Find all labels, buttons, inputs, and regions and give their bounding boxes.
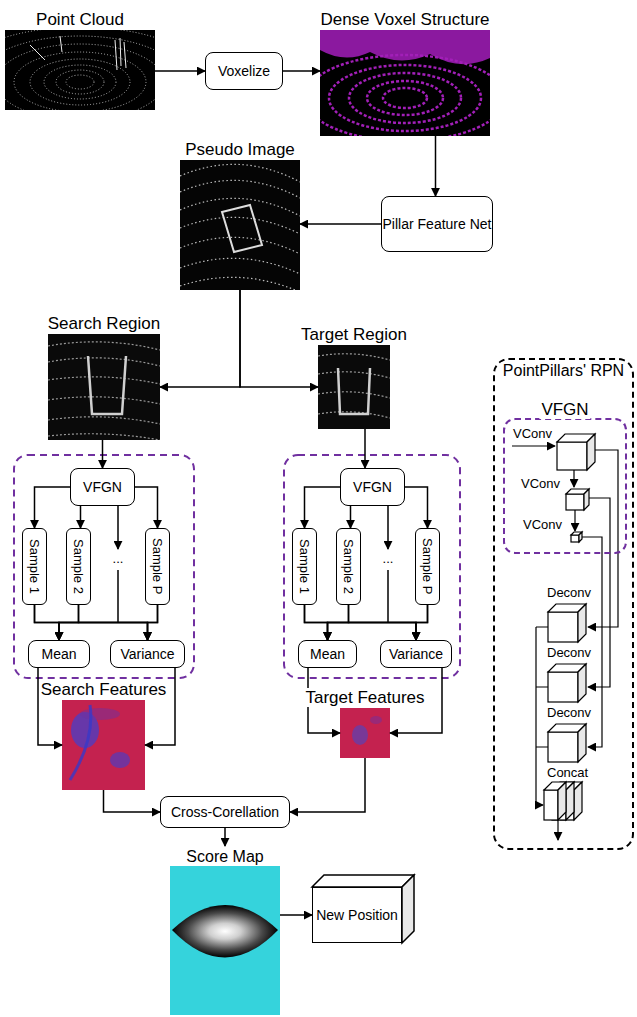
- search-features-image: [62, 700, 145, 790]
- layer-label: Deconv: [546, 705, 592, 720]
- box-label: Sample P: [150, 538, 165, 594]
- process-box: Variance: [110, 640, 185, 668]
- flow-arrow: [300, 223, 381, 225]
- flow-arrow: [405, 487, 428, 528]
- panel-heading: Search Features: [39, 680, 169, 699]
- flow-arrow: [155, 70, 205, 72]
- flow-arrow: [160, 290, 240, 387]
- box-label: Mean: [310, 646, 345, 662]
- flow-arrow: [104, 790, 161, 812]
- group-title: PointPillars' RPN: [501, 362, 626, 380]
- voxel-image: [305, 30, 505, 141]
- rpn-cubes: [544, 434, 595, 820]
- box-label: Sample 2: [71, 539, 86, 594]
- sample-box: Sample P: [415, 528, 440, 605]
- layer-label: Deconv: [546, 645, 592, 660]
- image-panel: Search Region: [48, 334, 160, 440]
- process-box: VFGN: [70, 468, 135, 506]
- box-label: Sample 2: [341, 539, 356, 594]
- sample-box: Sample 1: [292, 528, 317, 605]
- score-map-image: [170, 866, 280, 1015]
- flow-arrow: [305, 487, 341, 528]
- panel-heading: Pseudo Image: [183, 140, 297, 159]
- image-panel: Dense Voxel Structure: [320, 30, 490, 136]
- box-label: VFGN: [83, 479, 122, 495]
- panel-heading: Search Region: [46, 314, 162, 333]
- box-label: Sample 1: [27, 539, 42, 594]
- flow-arrow: [290, 758, 365, 812]
- process-box: Cross-Corellation: [160, 796, 290, 828]
- flow-arrow: [135, 487, 158, 528]
- sample-box: Sample 2: [66, 528, 91, 605]
- box-label: VFGN: [353, 479, 392, 495]
- process-box: VFGN: [340, 468, 405, 506]
- process-box: Pillar Feature Net: [381, 196, 493, 252]
- panel-heading: Score Map: [184, 848, 265, 866]
- box-label: Cross-Corellation: [171, 804, 279, 820]
- sample-box: Sample 1: [22, 528, 47, 605]
- flow-arrow: [35, 487, 71, 528]
- flow-arrow: [80, 506, 82, 528]
- layer-label: VConv: [520, 476, 561, 491]
- image-panel: Search Features: [62, 700, 145, 790]
- layer-label: VConv: [512, 426, 553, 441]
- box-label: Voxelize: [218, 63, 270, 79]
- flow-arrow: [102, 440, 104, 468]
- layer-label: Concat: [546, 765, 589, 780]
- output-box-faces: [312, 875, 414, 943]
- flow-arrow: [59, 605, 158, 640]
- ellipsis-label: ...: [112, 551, 125, 566]
- sample-box: Sample 2: [336, 528, 361, 605]
- process-box: Voxelize: [205, 52, 283, 90]
- pseudo-image: [180, 160, 300, 292]
- process-box: Mean: [298, 640, 357, 668]
- search-region-image: [48, 334, 160, 440]
- image-panel: Score Map: [170, 846, 280, 1015]
- target-region-image: [318, 345, 390, 429]
- process-box: Variance: [380, 640, 452, 668]
- flow-arrow: [350, 506, 352, 528]
- flow-arrow: [328, 605, 428, 640]
- box-label: Sample P: [420, 538, 435, 594]
- rpn-wires: [512, 446, 618, 840]
- image-panel: Target Region: [318, 345, 390, 429]
- flow-arrow: [364, 429, 366, 468]
- ellipsis-label: ...: [382, 551, 395, 566]
- layer-label: Deconv: [546, 585, 592, 600]
- flow-arrow: [280, 914, 312, 916]
- image-panel: Point Cloud: [5, 30, 155, 110]
- flow-arrow: [283, 70, 320, 72]
- box-label: Sample 1: [297, 539, 312, 594]
- panel-heading: Point Cloud: [34, 10, 126, 29]
- panel-heading: Target Features: [303, 688, 426, 707]
- box-label: Pillar Feature Net: [383, 216, 492, 232]
- box-label: New Position: [316, 907, 398, 923]
- layer-label: VConv: [522, 517, 563, 532]
- panel-heading: Dense Voxel Structure: [318, 10, 491, 29]
- output-box: New Position: [312, 887, 402, 943]
- group-title: VFGN: [539, 400, 590, 419]
- box-label: Mean: [41, 646, 76, 662]
- image-panel: Pseudo Image: [180, 160, 300, 290]
- point-cloud-image: [0, 27, 208, 137]
- target-features-image: [340, 708, 390, 758]
- box-label: Variance: [389, 646, 443, 662]
- image-panel: Target Features: [340, 708, 390, 758]
- flow-arrow: [416, 605, 428, 640]
- ellipsis-wires: [118, 506, 388, 623]
- process-box: Mean: [28, 640, 90, 668]
- group-outline: [14, 455, 460, 678]
- box-label: Variance: [120, 646, 174, 662]
- flow-arrow: [435, 136, 437, 196]
- flow-arrow: [224, 828, 226, 846]
- panel-heading: Target Region: [299, 325, 409, 344]
- sample-box: Sample P: [145, 528, 170, 605]
- flow-arrow: [148, 605, 158, 640]
